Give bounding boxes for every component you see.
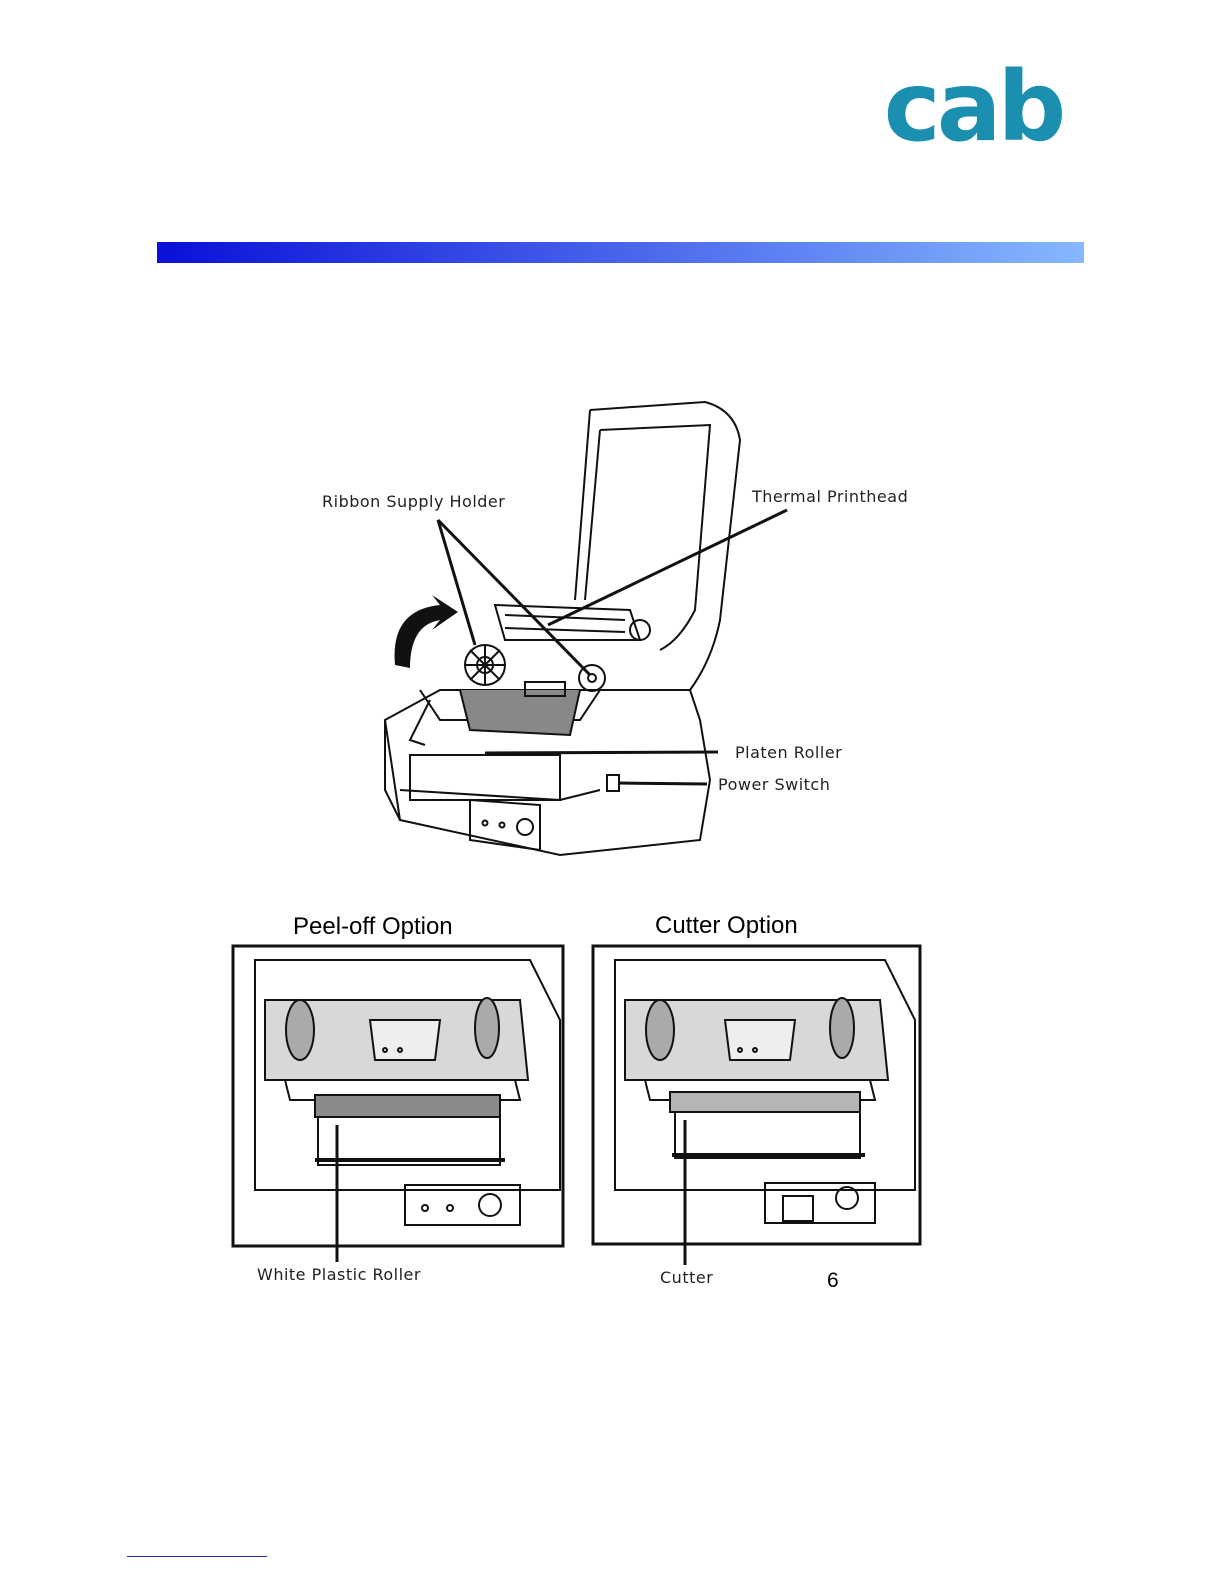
ribbon-supply-holder-label: Ribbon Supply Holder (322, 492, 505, 511)
footer-rule (127, 1556, 267, 1557)
page-number: 6 (827, 1269, 839, 1293)
cutter-option-title: Cutter Option (655, 912, 798, 940)
white-plastic-roller-label: White Plastic Roller (257, 1265, 421, 1284)
thermal-printhead-label: Thermal Printhead (752, 487, 908, 506)
cutter-label: Cutter (660, 1268, 713, 1287)
peel-off-option-title: Peel-off Option (293, 913, 453, 941)
power-switch-label: Power Switch (718, 775, 830, 794)
platen-roller-label: Platen Roller (735, 743, 842, 762)
